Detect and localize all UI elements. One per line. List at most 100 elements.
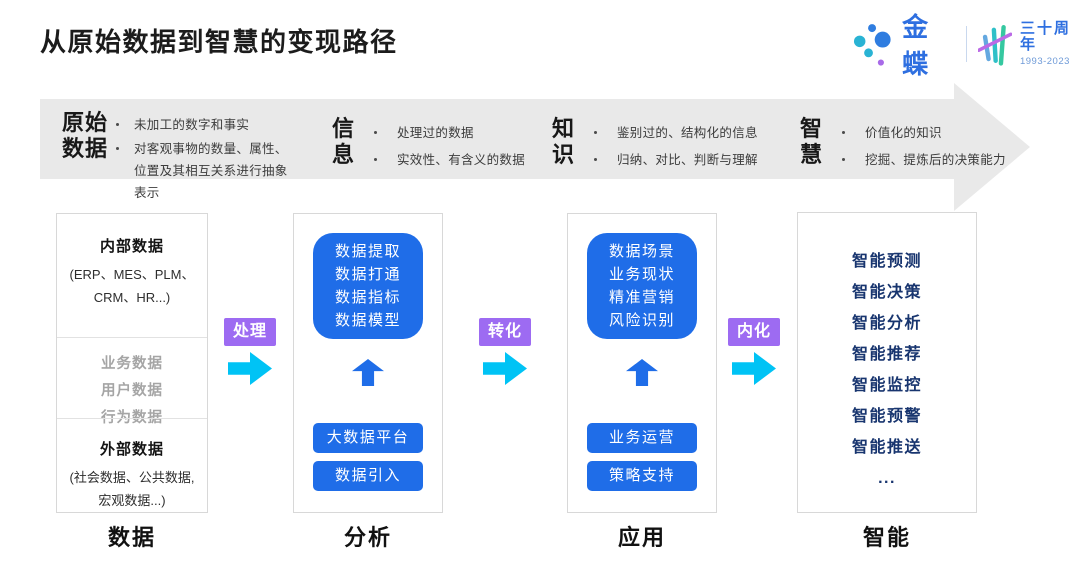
column-footer-analysis: 分析 [343,525,392,550]
banner-stage-raw-data: 原始 数据 未加工的数字和事实 对客观事物的数量、属性、位置及其相互关系进行抽象… [62,110,292,206]
external-data-section: 外部数据 (社会数据、公共数据, 宏观数据...) [57,418,207,512]
analysis-card-line: 数据指标 [334,289,401,306]
application-card: 数据场景 业务现状 精准营销 风险识别 [587,233,697,339]
flow-step-transform: 转化 [479,318,531,385]
flow-step-process: 处理 [224,318,276,385]
stage-bullets: 价值化的知识 挖掘、提炼后的决策能力 [842,116,1010,176]
column-footer-intelligence: 智能 [862,525,911,550]
application-card-line: 业务现状 [608,266,675,283]
data-sources-box: 内部数据 (ERP、MES、PLM、 CRM、HR...) 业务数据 用户数据 … [56,213,208,513]
bullet-text: 实效性、有含义的数据 [397,153,526,167]
stage-header-line: 慧 [800,142,824,167]
data-import-tag: 数据引入 [313,461,423,491]
bullet-row: 实效性、有含义的数据 [374,149,542,171]
flow-step-internalize: 内化 [728,318,780,385]
application-card-line: 精准营销 [608,289,675,306]
banner-stage-wisdom: 智 慧 价值化的知识 挖掘、提炼后的决策能力 [800,116,1010,176]
external-data-detail: 宏观数据...) [98,493,166,508]
flow-label-process: 处理 [224,318,276,346]
business-operation-tag: 业务运营 [587,423,697,453]
column-footer-data: 数据 [107,525,156,550]
middle-data-item: 业务数据 [101,356,163,372]
bullet-dot [374,131,377,134]
external-data-detail: (社会数据、公共数据, [69,470,195,485]
kingdee-logo: 金蝶 三十周年 1993-2023 [850,12,1080,79]
analysis-card-line: 数据提取 [334,243,401,260]
middle-data-item: 用户数据 [101,383,163,399]
stage-header-line: 识 [552,142,576,167]
anniversary-label: 三十周年 [1019,19,1071,54]
intelligence-ellipsis: ... [878,470,896,487]
bullet-dot [842,131,845,134]
bullet-row: 挖掘、提炼后的决策能力 [842,149,1010,171]
banner-arrowhead-icon [954,83,1030,211]
intelligence-item: 智能推荐 [851,346,922,363]
flow-arrow-right-icon [483,352,527,385]
flow-arrow-right-icon [732,352,776,385]
intelligence-item: 智能推送 [851,439,922,456]
anniversary-years: 1993-2023 [1019,55,1070,67]
bullet-dot [594,158,597,161]
internal-data-title: 内部数据 [99,238,164,255]
bullet-dot [116,147,119,150]
stage-header-line: 信 [332,116,356,141]
flow-label-internalize: 内化 [728,318,780,346]
bullet-row: 价值化的知识 [842,122,1010,144]
analysis-card: 数据提取 数据打通 数据指标 数据模型 [313,233,423,339]
stage-bullets: 未加工的数字和事实 对客观事物的数量、属性、位置及其相互关系进行抽象表示 [116,110,292,206]
bullet-row: 未加工的数字和事实 [116,114,292,136]
bullet-row: 对客观事物的数量、属性、位置及其相互关系进行抽象表示 [116,138,292,204]
bullet-dot [116,123,119,126]
stage-header-line: 数据 [62,136,109,161]
stage-header: 信 息 [332,116,356,168]
stage-bullets: 鉴别过的、结构化的信息 归纳、对比、判断与理解 [594,116,762,176]
column-footer-application: 应用 [617,525,666,550]
intelligence-item: 智能决策 [851,284,922,301]
brand-name: 金蝶 [902,12,931,79]
logo-divider [965,26,967,62]
bullet-text: 鉴别过的、结构化的信息 [617,126,758,140]
application-card-line: 风险识别 [608,312,675,329]
banner-stage-knowledge: 知 识 鉴别过的、结构化的信息 归纳、对比、判断与理解 [552,116,762,176]
bullet-text: 对客观事物的数量、属性、位置及其相互关系进行抽象表示 [134,142,288,200]
analysis-card-line: 数据打通 [334,266,401,283]
big-data-platform-tag: 大数据平台 [313,423,423,453]
flow-label-transform: 转化 [479,318,531,346]
bullet-text: 未加工的数字和事实 [134,118,250,132]
thirty-anniversary-icon [978,25,1012,66]
stage-header-line: 智 [800,116,824,141]
page-title: 从原始数据到智慧的变现路径 [40,27,398,57]
strategy-support-tag: 策略支持 [587,461,697,491]
bullet-dot [594,131,597,134]
bullet-row: 归纳、对比、判断与理解 [594,149,762,171]
banner-stage-information: 信 息 处理过的数据 实效性、有含义的数据 [332,116,542,176]
bullet-text: 挖掘、提炼后的决策能力 [865,153,1006,167]
stage-header-line: 知 [552,116,576,141]
application-card-line: 数据场景 [608,243,675,260]
analysis-card-line: 数据模型 [334,312,401,329]
external-data-title: 外部数据 [99,441,164,458]
internal-data-section: 内部数据 (ERP、MES、PLM、 CRM、HR...) [57,214,207,337]
intelligence-item: 智能预测 [851,253,922,270]
bullet-row: 鉴别过的、结构化的信息 [594,122,762,144]
kingdee-dots-icon [853,24,891,66]
anniversary-text: 三十周年 1993-2023 [1019,19,1080,67]
stage-header: 原始 数据 [62,110,108,162]
stage-header-line: 原始 [62,110,109,135]
internal-data-detail: CRM、HR...) [93,290,171,305]
intelligence-item: 智能分析 [851,315,922,332]
internal-data-detail: (ERP、MES、PLM、 [69,267,195,282]
dikw-banner [40,99,954,179]
bullet-text: 价值化的知识 [865,126,942,140]
stage-bullets: 处理过的数据 实效性、有含义的数据 [374,116,542,176]
intelligence-item: 智能监控 [851,377,922,394]
intelligence-box [797,212,977,513]
stage-header-line: 息 [332,142,356,167]
bullet-row: 处理过的数据 [374,122,542,144]
stage-header: 知 识 [552,116,576,168]
bullet-dot [842,158,845,161]
bullet-text: 归纳、对比、判断与理解 [617,153,758,167]
bullet-dot [374,158,377,161]
middle-data-section: 业务数据 用户数据 行为数据 [57,337,207,426]
stage-header: 智 慧 [800,116,824,168]
